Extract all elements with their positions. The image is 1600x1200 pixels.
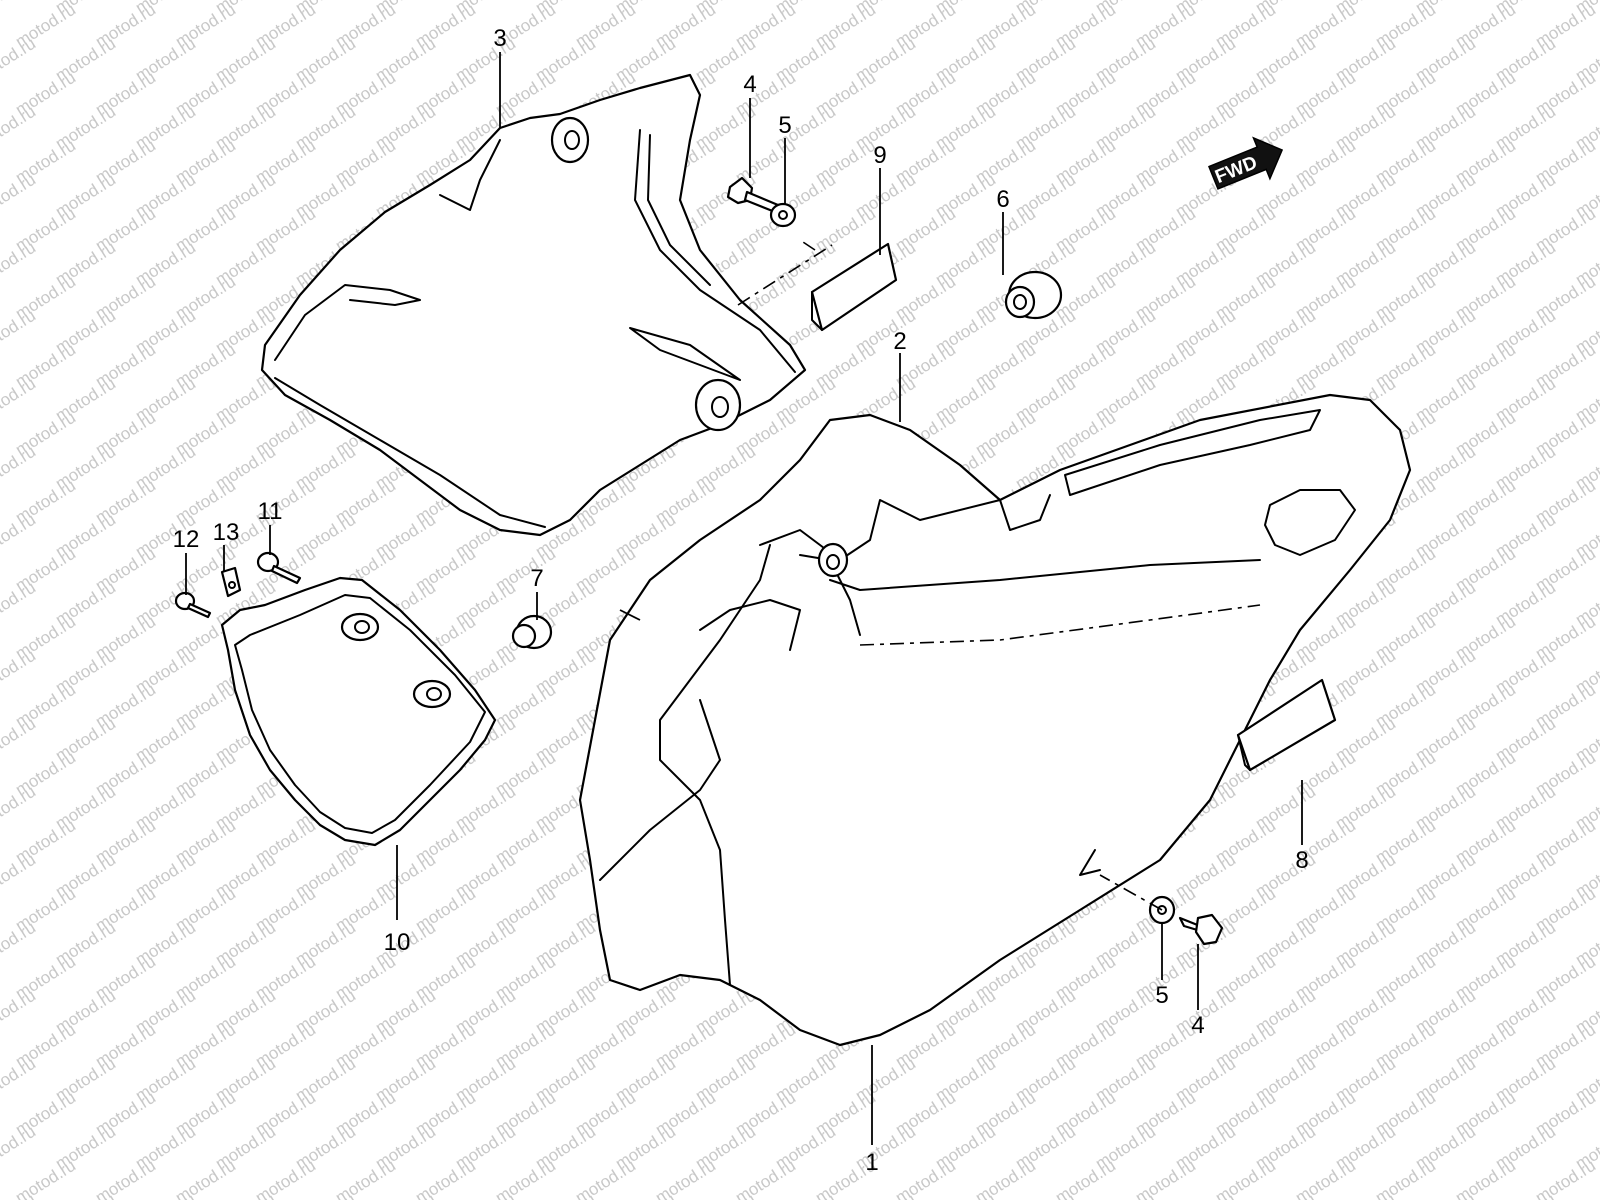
watermark-text: motod.ru — [0, 238, 39, 290]
watermark-text: motod.ru — [772, 1190, 839, 1200]
watermark-text: motod.ru — [932, 1190, 999, 1200]
callout-11: 11 — [258, 498, 283, 525]
watermark-text: motod.ru — [0, 102, 39, 154]
side-cover-main — [578, 393, 1412, 1047]
watermark-text: motod.ru — [372, 1190, 439, 1200]
callout-5-upper: 5 — [778, 112, 791, 139]
callout-7: 7 — [530, 565, 543, 592]
callout-4-lower: 4 — [1191, 1012, 1204, 1039]
watermark-text: motod.ru — [52, 1190, 119, 1200]
watermark-text: motod.ru — [612, 1190, 679, 1200]
watermark-text: motod.ru — [452, 1190, 519, 1200]
watermark-text: motod.ru — [0, 374, 39, 426]
watermark-text: motod.ru — [1172, 1190, 1239, 1200]
watermark-text: motod.ru — [0, 1054, 39, 1106]
watermark-text: motod.ru — [0, 34, 39, 86]
watermark-text: motod.ru — [1572, 1190, 1600, 1200]
callout-3: 3 — [493, 25, 506, 52]
callout-4-upper: 4 — [743, 71, 756, 98]
callout-2: 2 — [893, 328, 906, 355]
callout-13: 13 — [213, 519, 240, 546]
frame-cover-upper — [260, 73, 807, 537]
washer-upper — [769, 202, 797, 228]
watermark-text: motod.ru — [292, 1190, 359, 1200]
pad-9 — [810, 242, 898, 332]
watermark-text: motod.ru — [0, 442, 39, 494]
watermark-text: motod.ru — [212, 1190, 279, 1200]
watermark-text: motod.ru — [132, 1190, 199, 1200]
watermark-text: motod.ru — [0, 0, 39, 17]
side-cover-small — [220, 576, 497, 847]
watermark-text: motod.ru — [1492, 1190, 1559, 1200]
watermark-text: motod.ru — [0, 510, 39, 562]
watermark-text: motod.ru — [0, 850, 39, 902]
watermark-text: motod.ru — [0, 782, 39, 834]
watermark-text: motod.ru — [1252, 1190, 1319, 1200]
callout-10: 10 — [384, 929, 411, 956]
watermark-text: motod.ru — [1012, 1190, 1079, 1200]
watermark-text: motod.ru — [1092, 1190, 1159, 1200]
screw-12 — [174, 591, 212, 619]
callout-12: 12 — [173, 526, 200, 553]
watermark-text: motod.ru — [0, 170, 39, 222]
callout-9: 9 — [873, 142, 886, 169]
grommet-6 — [1004, 270, 1063, 320]
watermark-text: motod.ru — [0, 1122, 39, 1174]
watermark-text: motod.ru — [0, 986, 39, 1038]
pad-8 — [1236, 678, 1337, 772]
callout-5-lower: 5 — [1155, 982, 1168, 1009]
callout-6: 6 — [996, 186, 1009, 213]
forward-arrow-icon — [1208, 136, 1284, 190]
callout-8: 8 — [1295, 847, 1308, 874]
bolt-lower — [1178, 913, 1224, 946]
watermark-text: motod.ru — [0, 306, 39, 358]
watermark-text: motod.ru — [852, 1190, 919, 1200]
grommet-7 — [511, 614, 553, 650]
callout-labels: 3 4 5 9 6 2 7 11 12 13 10 8 5 4 1 — [173, 25, 1309, 1176]
watermark-text: motod.ru — [0, 578, 39, 630]
watermark-text: motod.ru — [1412, 1190, 1479, 1200]
watermark-text: motod.ru — [692, 1190, 759, 1200]
watermark-text: motod.ru — [0, 918, 39, 970]
watermark-text: motod.ru — [0, 1190, 39, 1200]
leader-lines — [185, 52, 1303, 1145]
clip-13 — [220, 566, 242, 598]
watermark-text: motod.ru — [0, 714, 39, 766]
watermark-text: motod.ru — [1332, 1190, 1399, 1200]
callout-1: 1 — [865, 1149, 878, 1176]
watermark-text: motod.ru — [532, 1190, 599, 1200]
watermark-text: motod.ru — [0, 646, 39, 698]
screw-11 — [256, 551, 302, 585]
